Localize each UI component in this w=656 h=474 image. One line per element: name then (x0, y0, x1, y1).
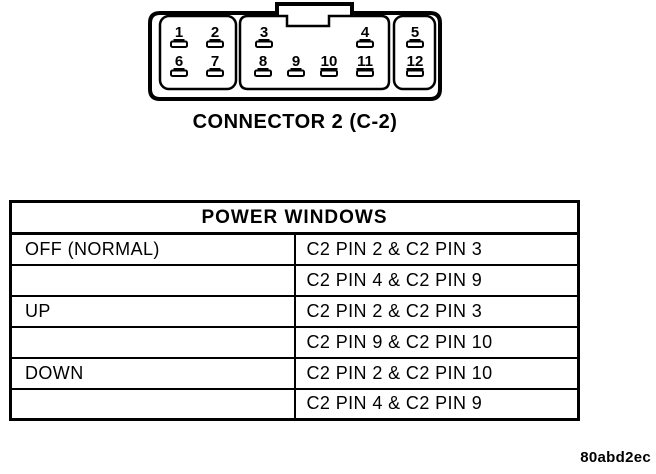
pin-3: 3 (255, 24, 273, 48)
continuity-pins-cell: C2 PIN 9 & C2 PIN 10 (293, 325, 580, 359)
connector-cavity-left (158, 14, 238, 91)
pin-7: 7 (206, 53, 224, 77)
pin-9-number: 9 (292, 53, 300, 70)
switch-position-cell (9, 263, 296, 297)
pin-11: 11 (356, 53, 374, 77)
pin-12-slot (406, 69, 424, 77)
pin-5-slot (406, 40, 424, 48)
table-header-row: POWER WINDOWS (10, 201, 579, 235)
pin-2-slot (206, 40, 224, 48)
pin-11-number: 11 (357, 53, 373, 70)
pin-10: 10 (320, 53, 338, 77)
pin-8-slot (254, 69, 272, 77)
pin-3-number: 3 (260, 24, 268, 41)
pin-8: 8 (254, 53, 272, 77)
switch-position-cell: DOWN (9, 356, 296, 390)
figure-id: 80abd2ec (580, 449, 651, 466)
pin-5-number: 5 (411, 24, 419, 41)
pin-2-number: 2 (211, 24, 219, 41)
pin-9-slot (287, 69, 305, 77)
pin-4-number: 4 (361, 24, 370, 41)
switch-position-cell: OFF (NORMAL) (9, 232, 296, 266)
pin-1-slot (170, 40, 188, 48)
connector-cavity-middle (238, 14, 391, 91)
continuity-pins-cell: C2 PIN 4 & C2 PIN 9 (293, 263, 580, 297)
table-row: DOWN C2 PIN 2 & C2 PIN 10 (9, 356, 580, 390)
pin-12-number: 12 (407, 53, 424, 70)
pin-4: 4 (356, 24, 374, 48)
connector-cavity-right (392, 14, 437, 91)
pin-12: 12 (406, 53, 424, 77)
switch-position-cell: UP (9, 294, 296, 328)
continuity-pins-cell: C2 PIN 2 & C2 PIN 10 (293, 356, 580, 390)
switch-position-cell (9, 325, 296, 359)
table-row: OFF (NORMAL) C2 PIN 2 & C2 PIN 3 (9, 232, 580, 266)
table-row: UP C2 PIN 2 & C2 PIN 3 (9, 294, 580, 328)
pin-5: 5 (406, 24, 424, 48)
connector-diagram: 1 2 3 4 5 6 7 (148, 2, 442, 101)
switch-position-cell (9, 387, 296, 421)
pin-6-slot (170, 69, 188, 77)
pin-10-slot (320, 69, 338, 77)
table-row: C2 PIN 4 & C2 PIN 9 (9, 387, 580, 421)
continuity-pins-cell: C2 PIN 2 & C2 PIN 3 (293, 294, 580, 328)
pin-9: 9 (287, 53, 305, 77)
continuity-pins-cell: C2 PIN 4 & C2 PIN 9 (293, 387, 580, 421)
pin-1: 1 (170, 24, 188, 48)
power-windows-table: POWER WINDOWS OFF (NORMAL) C2 PIN 2 & C2… (9, 200, 580, 421)
pin-10-number: 10 (321, 53, 338, 70)
pin-2: 2 (206, 24, 224, 48)
pin-1-number: 1 (175, 24, 183, 41)
table-row: C2 PIN 4 & C2 PIN 9 (9, 263, 580, 297)
pin-11-slot (356, 69, 374, 77)
pin-7-number: 7 (211, 53, 219, 70)
pin-6: 6 (170, 53, 188, 77)
pin-6-number: 6 (175, 53, 183, 70)
pin-7-slot (206, 69, 224, 77)
pin-4-slot (356, 40, 374, 48)
continuity-pins-cell: C2 PIN 2 & C2 PIN 3 (293, 232, 580, 266)
table-row: C2 PIN 9 & C2 PIN 10 (9, 325, 580, 359)
pin-8-number: 8 (259, 53, 267, 70)
connector-caption: CONNECTOR 2 (C-2) (192, 111, 398, 133)
pin-3-slot (255, 40, 273, 48)
table-title: POWER WINDOWS (10, 201, 579, 235)
